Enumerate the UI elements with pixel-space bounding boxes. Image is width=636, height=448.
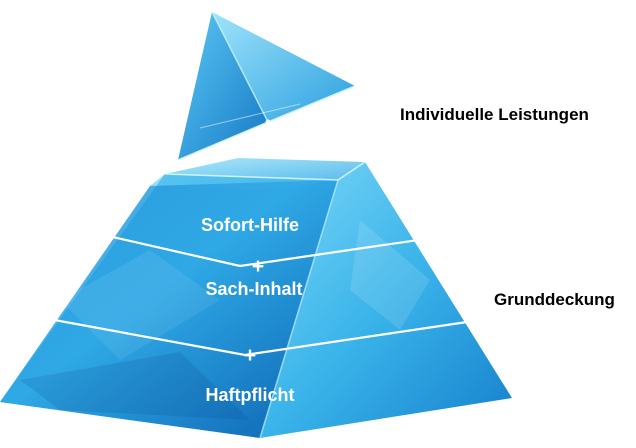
layer-separators (37, 231, 495, 357)
label-individuelle-leistungen: Individuelle Leistungen (400, 105, 589, 124)
layer-label-sach-inhalt: Sach-Inhalt (205, 279, 302, 299)
label-grunddeckung: Grunddeckung (494, 290, 615, 309)
pyramid-base (0, 158, 512, 439)
layer-label-sofort-hilfe: Sofort-Hilfe (201, 215, 299, 235)
layer-label-haftpflicht: Haftpflicht (206, 385, 295, 405)
plus-separator-1: + (252, 255, 264, 278)
pyramid-tip (177, 11, 356, 161)
plus-separator-2: + (244, 344, 256, 367)
